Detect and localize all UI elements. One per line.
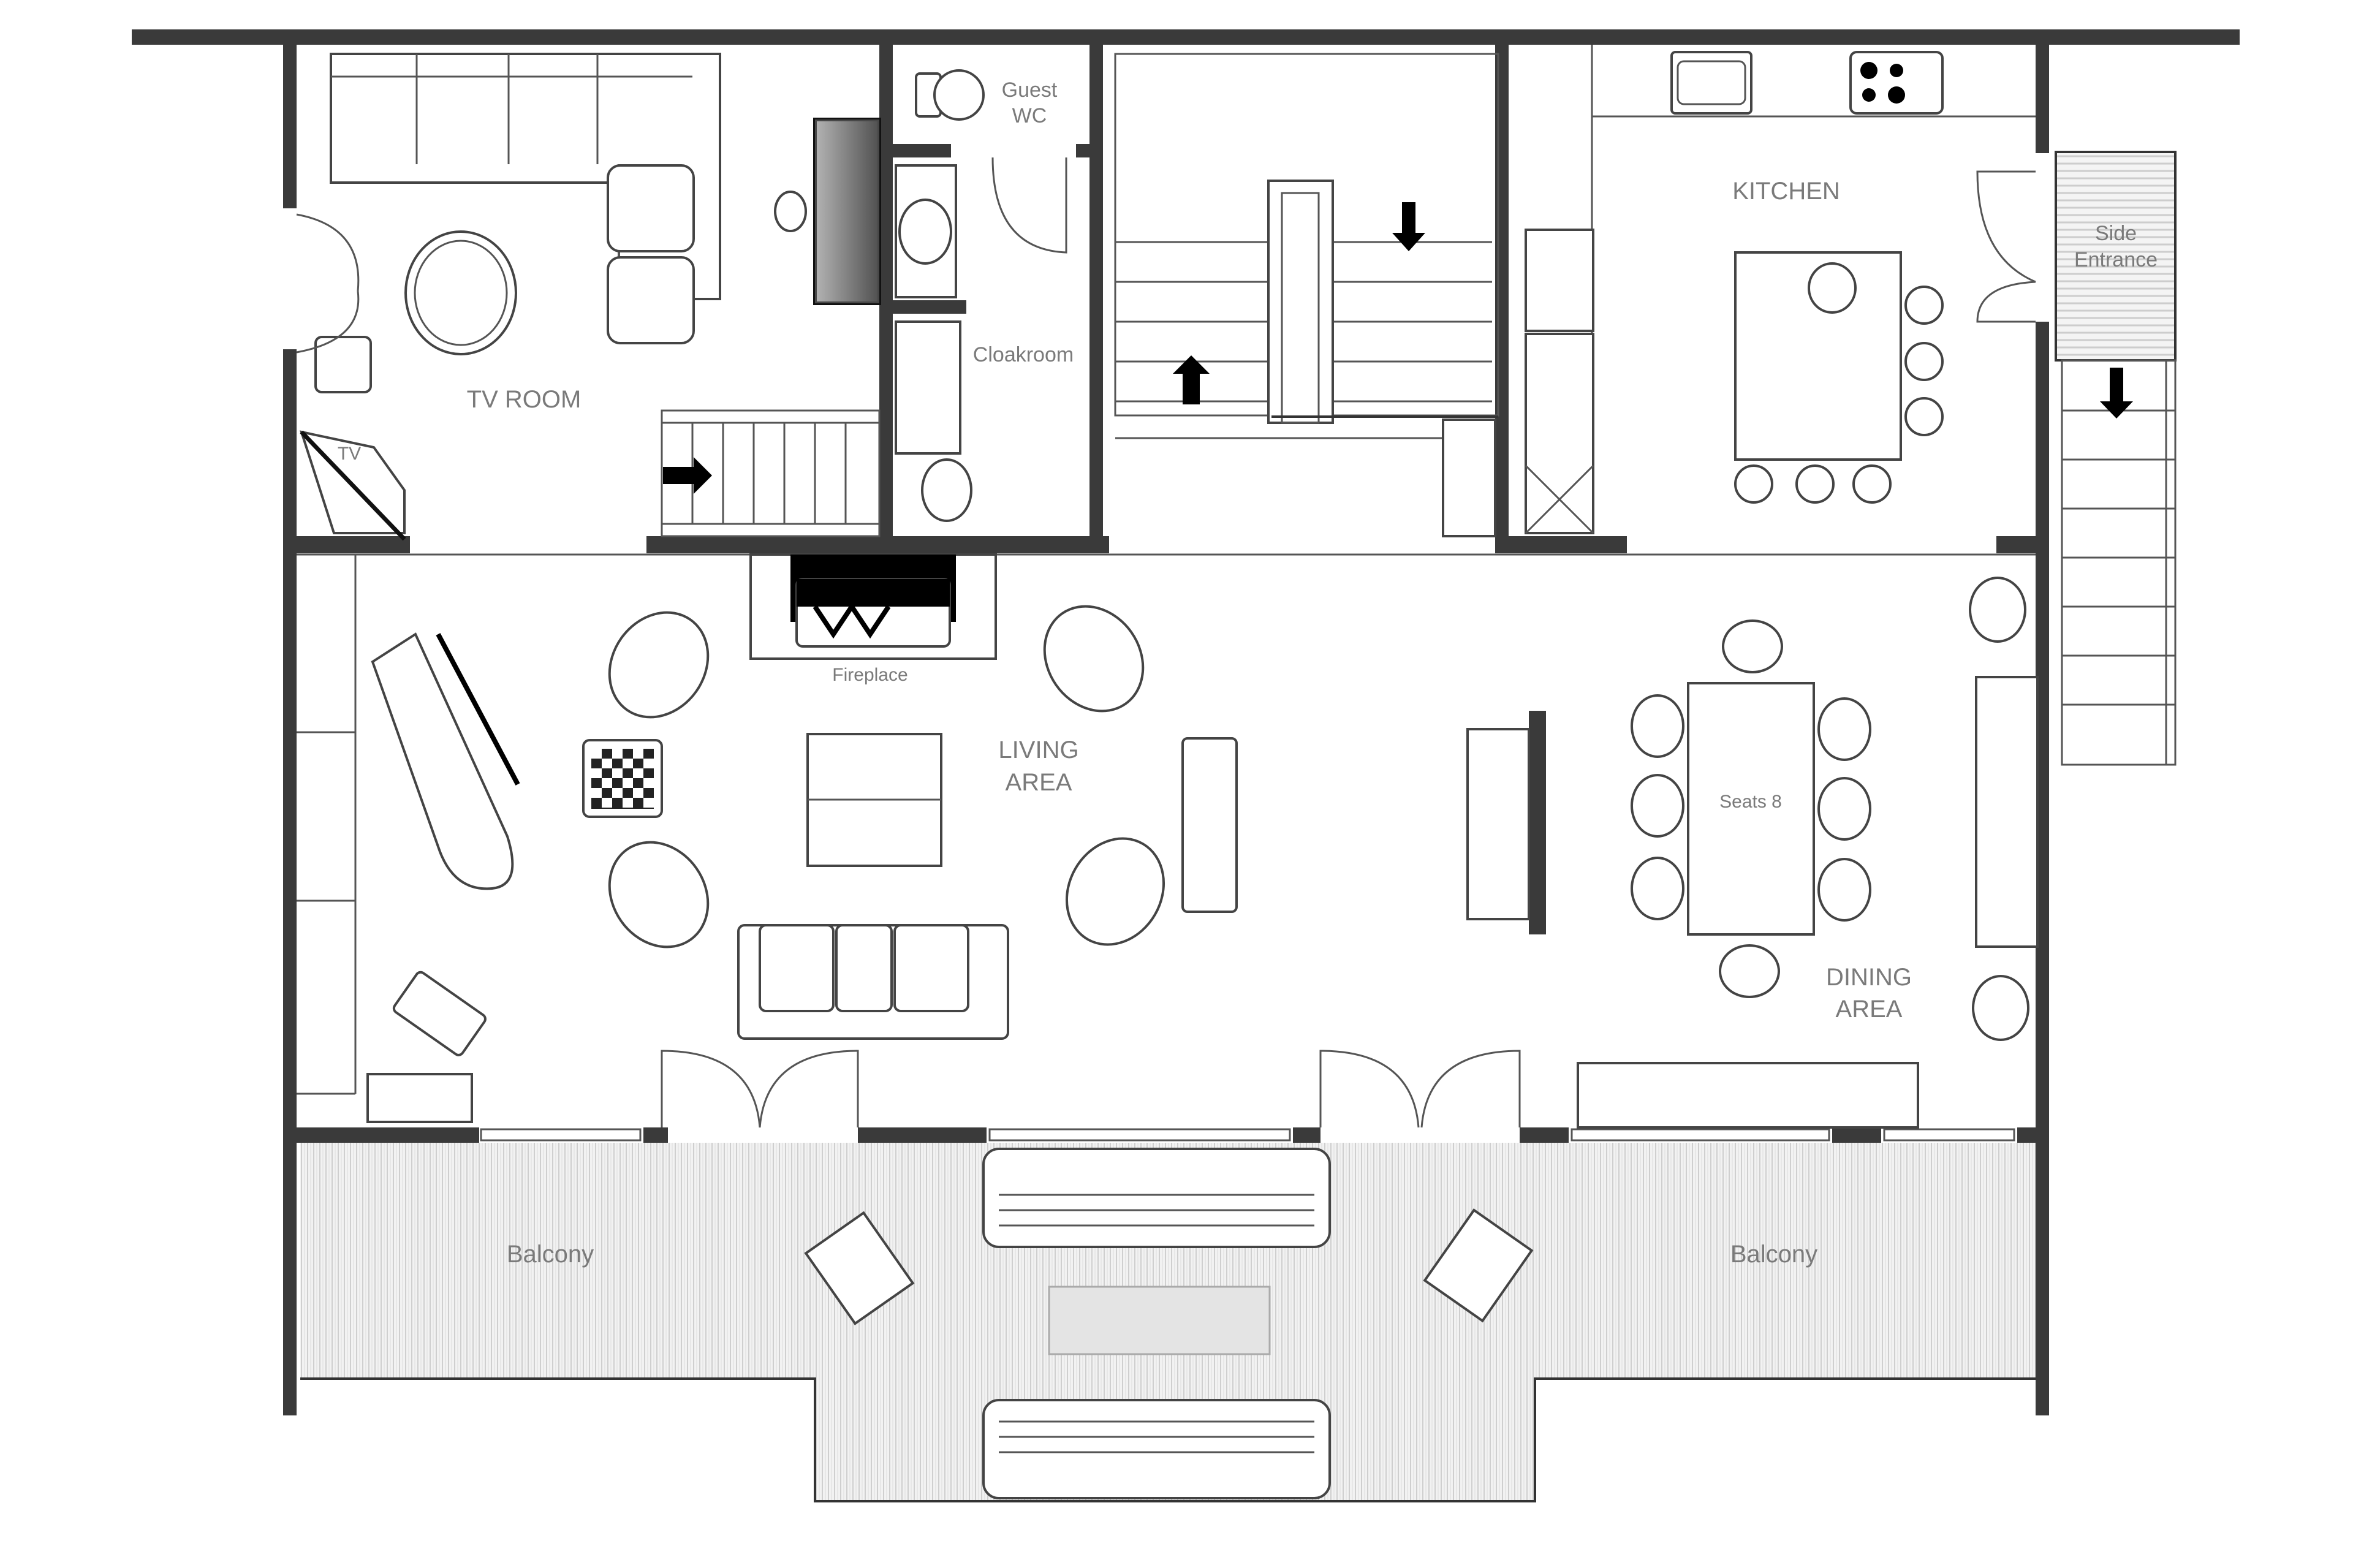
down-arrow-icon	[2100, 368, 2133, 419]
side-entrance-stairs	[2055, 151, 2177, 766]
balcony-left-label: Balcony	[507, 1241, 594, 1268]
tv-room-furniture: TV TV ROOM	[296, 53, 881, 541]
guest-wc-label-2: WC	[1012, 104, 1047, 127]
down-arrow-icon	[1392, 202, 1425, 251]
up-arrow-icon	[1173, 355, 1210, 404]
right-arrow-icon	[663, 457, 712, 494]
living-area-label: LIVING	[998, 737, 1078, 763]
side-entrance-label-2: Entrance	[2074, 248, 2158, 271]
kitchen-furniture: KITCHEN Side Entrance	[1525, 45, 2158, 534]
kitchen-label: KITCHEN	[1732, 178, 1840, 205]
dining-table-label: Seats 8	[1719, 792, 1782, 812]
cloakroom-label: Cloakroom	[973, 343, 1074, 366]
guest-wc-label: Guest	[1002, 78, 1058, 102]
balcony-right-label: Balcony	[1730, 1241, 1817, 1268]
dining-area-label: DINING	[1826, 964, 1912, 991]
tv-label: TV	[338, 444, 361, 464]
central-staircase	[1114, 53, 1499, 537]
walls	[132, 29, 2240, 1415]
tv-room-label: TV ROOM	[467, 386, 582, 413]
dining-area-furniture: Seats 8 DINING AREA	[1466, 577, 2039, 1129]
balcony-furniture: Balcony Balcony	[507, 1148, 1817, 1499]
side-entrance-label: Side	[2095, 222, 2137, 245]
wc-cloakroom: Guest WC Cloakroom	[895, 69, 1074, 522]
dining-area-label-2: AREA	[1836, 996, 1903, 1023]
living-area-furniture: Fireplace LIVING AREA	[297, 553, 1521, 1128]
fireplace-label: Fireplace	[832, 665, 907, 685]
living-area-label-2: AREA	[1006, 769, 1072, 796]
